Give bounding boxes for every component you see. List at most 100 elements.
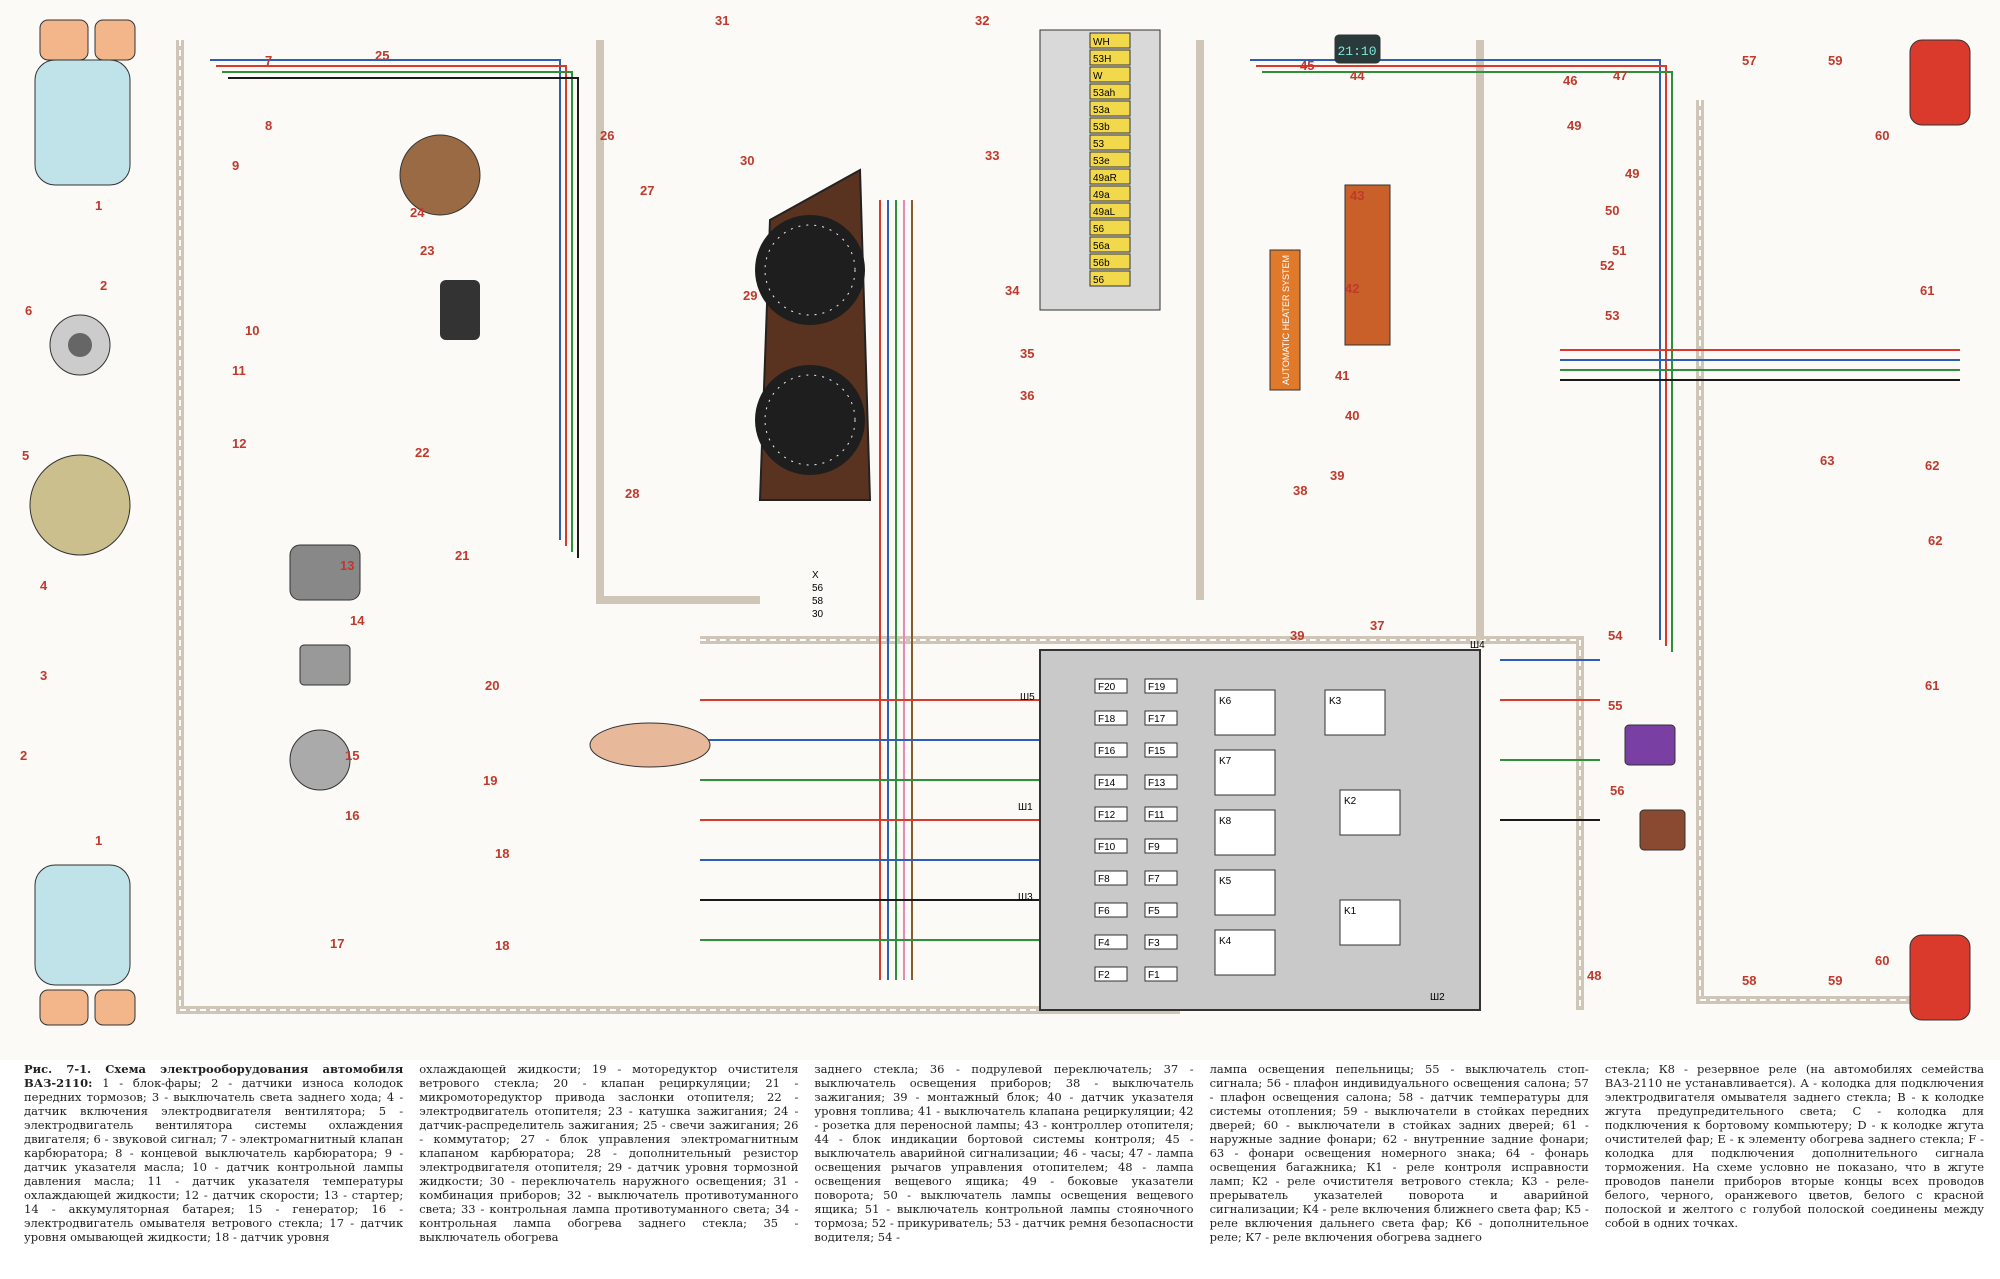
tail-lamp-right-bottom	[1909, 934, 1971, 1021]
switch-pin-label: 53b	[1093, 122, 1110, 133]
fuse	[1094, 806, 1128, 822]
switch-pin-label: 49aR	[1093, 173, 1117, 184]
switch-pin	[1089, 117, 1131, 134]
component-number: 57	[1742, 53, 1756, 68]
component-number: 50	[1605, 203, 1619, 218]
fuse	[1094, 870, 1128, 886]
component-number: 7	[265, 53, 272, 68]
component-number: 9	[232, 158, 239, 173]
ignition-coil-icon	[440, 280, 480, 340]
relay-label: K2	[1344, 796, 1357, 807]
fuse-label: F3	[1148, 938, 1160, 949]
caption-column-4: лампа освещения пепельницы; 55 - выключа…	[1210, 1062, 1589, 1272]
switch-pin	[1089, 134, 1131, 151]
component-number: 61	[1925, 678, 1939, 693]
component-number: 30	[740, 153, 754, 168]
switch-pin	[1089, 202, 1131, 219]
fuse	[1144, 678, 1178, 694]
relay-label: K6	[1219, 696, 1232, 707]
component-number: 63	[1820, 453, 1834, 468]
fuse-label: F8	[1098, 874, 1110, 885]
component-number: 46	[1563, 73, 1577, 88]
component-number: 55	[1608, 698, 1622, 713]
relay-label: K3	[1329, 696, 1342, 707]
switch-pin-label: 49aL	[1093, 207, 1116, 218]
fuse-label: F1	[1148, 970, 1160, 981]
fuse-label: F6	[1098, 906, 1110, 917]
switch-pin	[1089, 219, 1131, 236]
component-number: 24	[410, 205, 425, 220]
component-number: 32	[975, 13, 989, 28]
relay	[1214, 929, 1276, 976]
mounting-block-id: 39	[1290, 628, 1304, 643]
component-number: 60	[1875, 953, 1889, 968]
brake-fluid-reservoir-icon	[589, 722, 711, 768]
component-number: 44	[1350, 68, 1365, 83]
component-number: 38	[1293, 483, 1307, 498]
switch-pin-label: 56	[1093, 275, 1105, 286]
fuse	[1094, 678, 1128, 694]
instrument-cluster	[755, 168, 872, 501]
distributor-icon	[399, 134, 481, 216]
switch-pin	[1089, 151, 1131, 168]
connector-label: Ш5	[1020, 692, 1035, 703]
caption-text-3: заднего стекла; 36 - подрулевой переключ…	[814, 1062, 1194, 1244]
component-number: 62	[1925, 458, 1939, 473]
fuse-label: F5	[1148, 906, 1160, 917]
component-number: 59	[1828, 973, 1842, 988]
component-number: 19	[483, 773, 497, 788]
switch-pin	[1089, 49, 1131, 66]
switch-pin-label: 53ah	[1093, 88, 1115, 99]
relay-label: K7	[1219, 756, 1232, 767]
component-number: 58	[1742, 973, 1756, 988]
component-number: 40	[1345, 408, 1359, 423]
relay-label: K1	[1344, 906, 1357, 917]
component-number: 16	[345, 808, 359, 823]
horn-icon	[49, 314, 111, 376]
switch-pin-label: 53a	[1093, 105, 1110, 116]
tail-lamp-right-top	[1909, 39, 1971, 126]
component-number: 13	[340, 558, 354, 573]
light-switch-pin-label: X	[812, 570, 819, 581]
fuse	[1094, 742, 1128, 758]
fuse-label: F15	[1148, 746, 1166, 757]
component-number: 1	[95, 198, 102, 213]
component-number: 36	[1020, 388, 1034, 403]
switch-pin	[1089, 100, 1131, 117]
component-number: 2	[20, 748, 27, 763]
switch-pin-label: W	[1093, 71, 1103, 82]
relay	[1214, 809, 1276, 856]
component-number: 12	[232, 436, 246, 451]
fuse-label: F7	[1148, 874, 1160, 885]
component-number: 49	[1625, 166, 1639, 181]
switch-pin	[1089, 185, 1131, 202]
fuse-label: F2	[1098, 970, 1110, 981]
fuse	[1094, 710, 1128, 726]
heater-controller-text: AUTOMATIC HEATER SYSTEM	[1281, 255, 1291, 385]
component-number: 4	[40, 578, 48, 593]
fan-motor-icon	[29, 454, 131, 556]
fuse	[1144, 966, 1178, 982]
switch-pin	[1089, 253, 1131, 270]
component-number: 10	[245, 323, 259, 338]
light-switch-pin-label: 56	[812, 583, 824, 594]
caption-text-1: 1 - блок-фары; 2 - датчики износа колодо…	[24, 1076, 404, 1244]
fuse-label: F14	[1098, 778, 1116, 789]
caption-column-2: охлаждающей жидкости; 19 - моторедуктор …	[419, 1062, 798, 1272]
component-number: 51	[1612, 243, 1626, 258]
fuse	[1094, 966, 1128, 982]
fuse-label: F12	[1098, 810, 1116, 821]
generator-icon	[289, 729, 351, 791]
fuse	[1094, 774, 1128, 790]
heater-controller: AUTOMATIC HEATER SYSTEM	[1269, 249, 1301, 391]
component-number: 59	[1828, 53, 1842, 68]
component-number: 8	[265, 118, 272, 133]
component-number: 25	[375, 48, 389, 63]
connector-label: Ш3	[1018, 892, 1033, 903]
headlamp-bottom	[34, 864, 136, 1026]
component-number: 26	[600, 128, 614, 143]
component-number: 64	[0, 0, 15, 3]
fuse-label: F19	[1148, 682, 1166, 693]
relay-label: K8	[1219, 816, 1232, 827]
